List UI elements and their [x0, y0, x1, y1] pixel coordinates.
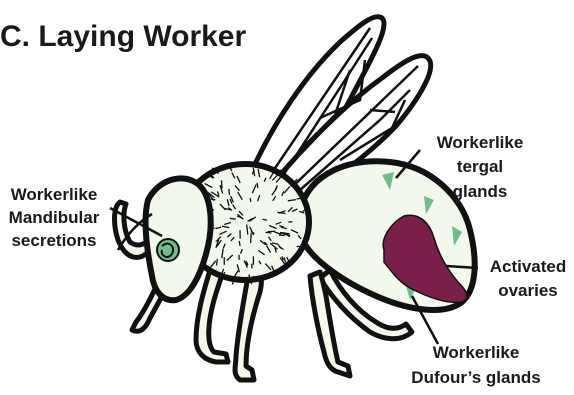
label-line: glands — [453, 182, 508, 201]
label-line: tergal — [457, 157, 503, 176]
thorax-hair — [211, 199, 216, 200]
thorax-hair — [217, 259, 218, 266]
thorax-hair — [257, 183, 258, 188]
mandibular-gland — [157, 239, 179, 261]
label-line: Mandibular — [9, 208, 100, 227]
label-line: Workerlike — [437, 133, 524, 152]
label-mandibular: Workerlike Mandibular secretions — [9, 185, 100, 250]
thorax-hair — [251, 233, 252, 243]
thorax-hair — [230, 218, 236, 219]
label-dufour: Workerlike Dufour’s glands — [411, 343, 540, 387]
label-line: Workerlike — [433, 343, 520, 362]
label-line: Dufour’s glands — [411, 368, 540, 387]
thorax-hair — [266, 232, 272, 233]
thorax-hair — [222, 180, 223, 188]
head — [145, 178, 210, 300]
label-line: Workerlike — [11, 185, 98, 204]
middle-leg-2 — [235, 272, 262, 380]
label-line: secretions — [11, 231, 96, 250]
middle-leg — [196, 268, 228, 362]
thorax-hair — [229, 189, 230, 195]
label-line: Activated — [490, 257, 567, 276]
diagram-title: C. Laying Worker — [0, 20, 246, 53]
thorax-hair — [250, 198, 251, 202]
thorax-hair — [306, 223, 311, 224]
label-line: ovaries — [498, 281, 558, 300]
thorax-hair — [239, 241, 240, 246]
label-ovaries: Activated ovaries — [490, 257, 567, 300]
